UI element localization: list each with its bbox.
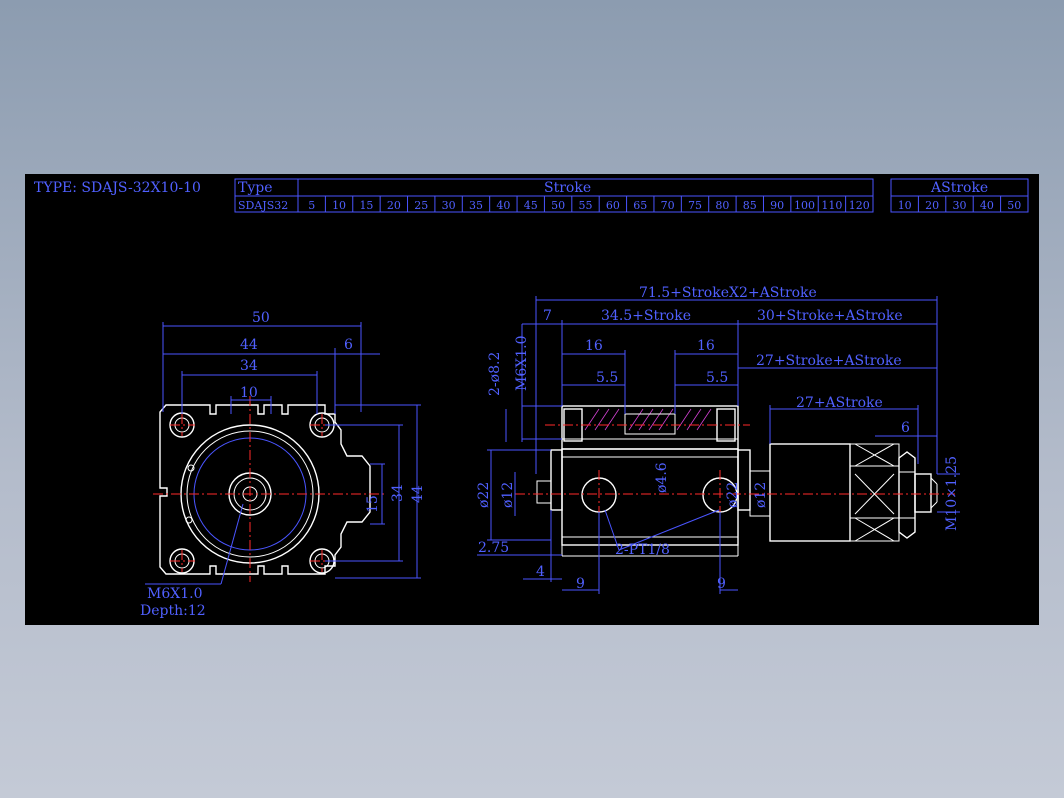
- stroke-cell: 40: [496, 199, 510, 212]
- stroke-cell: 30: [442, 199, 456, 212]
- stroke-cell: 70: [661, 199, 675, 212]
- dim-overall: 71.5+StrokeX2+AStroke: [639, 285, 817, 301]
- stroke-cell: 20: [387, 199, 401, 212]
- front-body-outline: [159, 404, 371, 575]
- front-view: 50 44 6 34 10 15 34 44 M6X1.0 Depth:12: [140, 310, 426, 619]
- dim-5-5-right: 5.5: [706, 370, 728, 386]
- dim-10: 10: [240, 385, 258, 401]
- thread-callout: M6X1.0: [147, 586, 202, 602]
- side-view: 71.5+StrokeX2+AStroke 7 34.5+Stroke 30+S…: [476, 285, 960, 594]
- dim-rod-side: 30+Stroke+AStroke: [757, 308, 903, 324]
- astroke-cells: 10 20 30 40 50: [898, 196, 1021, 212]
- dia-22-left: ø22: [476, 482, 492, 508]
- type-label: TYPE: SDAJS-32X10-10: [34, 180, 201, 196]
- dim-50: 50: [252, 310, 270, 326]
- dim-44-vertical: 44: [410, 485, 426, 503]
- hex-nut: [898, 451, 916, 539]
- stroke-cell: 50: [551, 199, 565, 212]
- stroke-cell: 45: [524, 199, 538, 212]
- dim-9-left: 9: [576, 576, 585, 592]
- dim-27-astroke: 27+AStroke: [796, 395, 883, 411]
- dim-15: 15: [365, 495, 381, 513]
- dim-34: 34: [240, 358, 258, 374]
- astroke-cell: 20: [925, 199, 939, 212]
- dim-34-vertical: 34: [390, 484, 406, 502]
- stroke-cell: 110: [821, 199, 842, 212]
- stroke-cell: 15: [359, 199, 373, 212]
- stroke-cell: 100: [794, 199, 815, 212]
- drawing-canvas: TYPE: SDAJS-32X10-10 Type Stroke SDAJS32…: [34, 178, 1029, 619]
- dim-6-side: 6: [901, 420, 910, 436]
- astroke-cell: 10: [898, 199, 912, 212]
- astroke-cell: 50: [1007, 199, 1021, 212]
- dim-16-left: 16: [585, 338, 603, 354]
- port-callout: 2-PT1/8: [615, 542, 670, 558]
- stroke-header: Stroke: [544, 180, 591, 196]
- dia-12-right: ø12: [753, 482, 769, 508]
- dim-adj: 27+Stroke+AStroke: [756, 353, 902, 369]
- stroke-cell: 55: [579, 199, 593, 212]
- astroke-cell: 40: [980, 199, 994, 212]
- stroke-cell: 60: [606, 199, 620, 212]
- stroke-cell: 65: [633, 199, 647, 212]
- dim-7: 7: [543, 308, 552, 324]
- cad-viewport[interactable]: TYPE: SDAJS-32X10-10 Type Stroke SDAJS32…: [25, 174, 1039, 625]
- dim-2-75: 2.75: [478, 540, 509, 556]
- m10-thread: M10×1.25: [944, 456, 960, 531]
- stroke-cells: 5 10 15 20 25 30 35 40 45 50 55 60 65 70 75 80 85 90 100 11…: [308, 196, 870, 212]
- cylinder-body: [561, 448, 739, 546]
- dia-22-right: ø22: [725, 482, 741, 508]
- astroke-header: AStroke: [930, 180, 988, 196]
- adjuster-body: [769, 443, 851, 542]
- stroke-cell: 90: [770, 199, 784, 212]
- dim-6: 6: [344, 337, 353, 353]
- depth-callout: Depth:12: [140, 603, 206, 619]
- stroke-cell: 25: [414, 199, 428, 212]
- model-cell: SDAJS32: [238, 199, 288, 212]
- dia-4-6: ø4.6: [654, 462, 670, 493]
- type-header: Type: [238, 180, 273, 196]
- dim-9-right: 9: [717, 576, 726, 592]
- stroke-cell: 80: [715, 199, 729, 212]
- stroke-cell: 35: [469, 199, 483, 212]
- stroke-cell: 75: [688, 199, 702, 212]
- dim-44: 44: [240, 337, 258, 353]
- dim-16-right: 16: [697, 338, 715, 354]
- astroke-cell: 30: [953, 199, 967, 212]
- dim-4: 4: [536, 564, 545, 580]
- stroke-cell: 10: [332, 199, 346, 212]
- dim-body: 34.5+Stroke: [601, 308, 691, 324]
- hatch-region: [584, 408, 712, 431]
- m6-side: M6X1.0: [514, 336, 530, 391]
- stroke-cell: 85: [743, 199, 757, 212]
- dim-5-5-left: 5.5: [596, 370, 618, 386]
- astroke-table: AStroke 10 20 30 40 50: [890, 178, 1029, 213]
- stroke-cell: 5: [308, 199, 315, 212]
- counterbore-callout: 2-ø8.2: [487, 352, 503, 396]
- stroke-cell: 120: [849, 199, 870, 212]
- dia-12-left: ø12: [500, 482, 516, 508]
